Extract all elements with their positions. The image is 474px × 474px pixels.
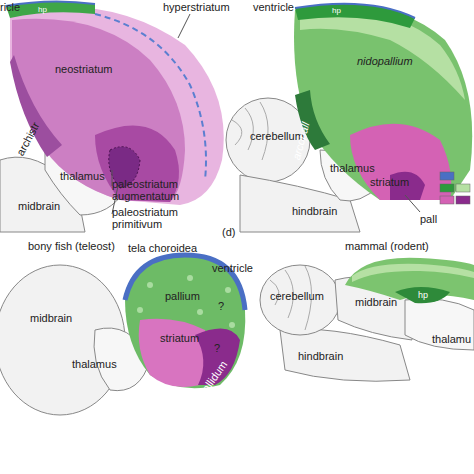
region-label: mammal (rodent)	[345, 240, 429, 252]
region-label: ventricle	[253, 1, 294, 13]
region-label: hyperstriatum	[163, 1, 230, 13]
region-label: midbrain	[30, 312, 72, 324]
region-label: thalamu	[432, 333, 471, 345]
region-label: ventricle	[212, 262, 253, 274]
region-label: pall	[420, 213, 437, 225]
bird-brain-old	[0, 1, 224, 232]
region-label: hindbrain	[292, 205, 337, 217]
region-label: nidopallium	[357, 55, 413, 67]
region-label: tela choroidea	[128, 242, 197, 254]
region-label: midbrain	[18, 200, 60, 212]
fish-brain	[0, 255, 245, 415]
region-label: midbrain	[355, 296, 397, 308]
bird-brain-new	[226, 4, 472, 232]
region-label: bony fish (teleost)	[28, 240, 115, 252]
region-label: thalamus	[60, 170, 105, 182]
region-label: ricle	[0, 1, 20, 13]
region-label: hp	[332, 6, 341, 15]
region-label: ?	[214, 342, 220, 354]
region-label: thalamus	[330, 162, 375, 174]
region-label: paleostriatum augmentatum	[112, 178, 212, 202]
region-label: thalamus	[72, 358, 117, 370]
region-label: striatum	[370, 176, 409, 188]
rodent-brain	[260, 258, 474, 382]
region-label: pallium	[165, 290, 200, 302]
region-label: hp	[418, 290, 428, 300]
region-label: cerebellum	[270, 290, 324, 302]
region-label: (d)	[222, 226, 235, 238]
region-label: ?	[218, 300, 224, 312]
region-label: hp	[38, 5, 47, 14]
region-label: paleostriatum primitivum	[112, 206, 212, 230]
region-label: neostriatum	[55, 63, 112, 75]
region-label: hindbrain	[298, 350, 343, 362]
region-label: striatum	[160, 332, 199, 344]
